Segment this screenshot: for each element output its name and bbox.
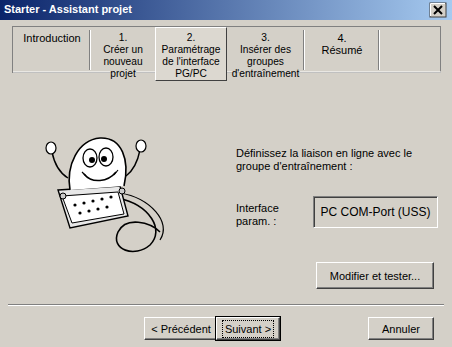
label-text: 3. — [261, 32, 270, 44]
field-caption: Interface param. : — [236, 202, 306, 228]
push-button: Annuler — [368, 317, 434, 340]
label-text: PC COM-Port (USS) — [320, 205, 430, 219]
instruction-text: Définissez la liaison en ligne avec le g… — [236, 147, 426, 173]
interface-field: PC COM-Port (USS) — [313, 196, 437, 228]
wizard-step: 3.Insérer des groupes d'entraînement — [227, 28, 304, 82]
wizard-step: Introduction — [14, 28, 90, 71]
label-text: Paramétrage de l'interface PG/PC — [158, 44, 224, 80]
window-title: Starter - Assistant projet — [4, 3, 132, 16]
default-button: Suivant > — [216, 317, 280, 340]
label-text: < Précédent — [151, 323, 211, 335]
label-text: Résumé — [322, 44, 363, 56]
push-button: Modifier et tester... — [316, 262, 434, 289]
label-text: 1. — [119, 32, 128, 44]
wizard-step: 1.Créer un nouveau projet — [91, 28, 155, 82]
label-text: Annuler — [382, 323, 420, 335]
label-text: Modifier et tester... — [330, 270, 420, 282]
label-text: Insérer des groupes d'entraînement — [229, 44, 302, 80]
wizard-step: 4.Résumé — [305, 28, 379, 71]
label-text: 4. — [337, 32, 346, 44]
push-button: < Précédent — [144, 317, 218, 340]
label-text: Créer un nouveau projet — [93, 44, 153, 80]
label-text: Introduction — [23, 32, 80, 44]
label-text: 2. — [187, 32, 196, 44]
wizard-step-active: 2.Paramétrage de l'interface PG/PC — [155, 27, 227, 81]
label-text: Suivant > — [225, 323, 271, 335]
